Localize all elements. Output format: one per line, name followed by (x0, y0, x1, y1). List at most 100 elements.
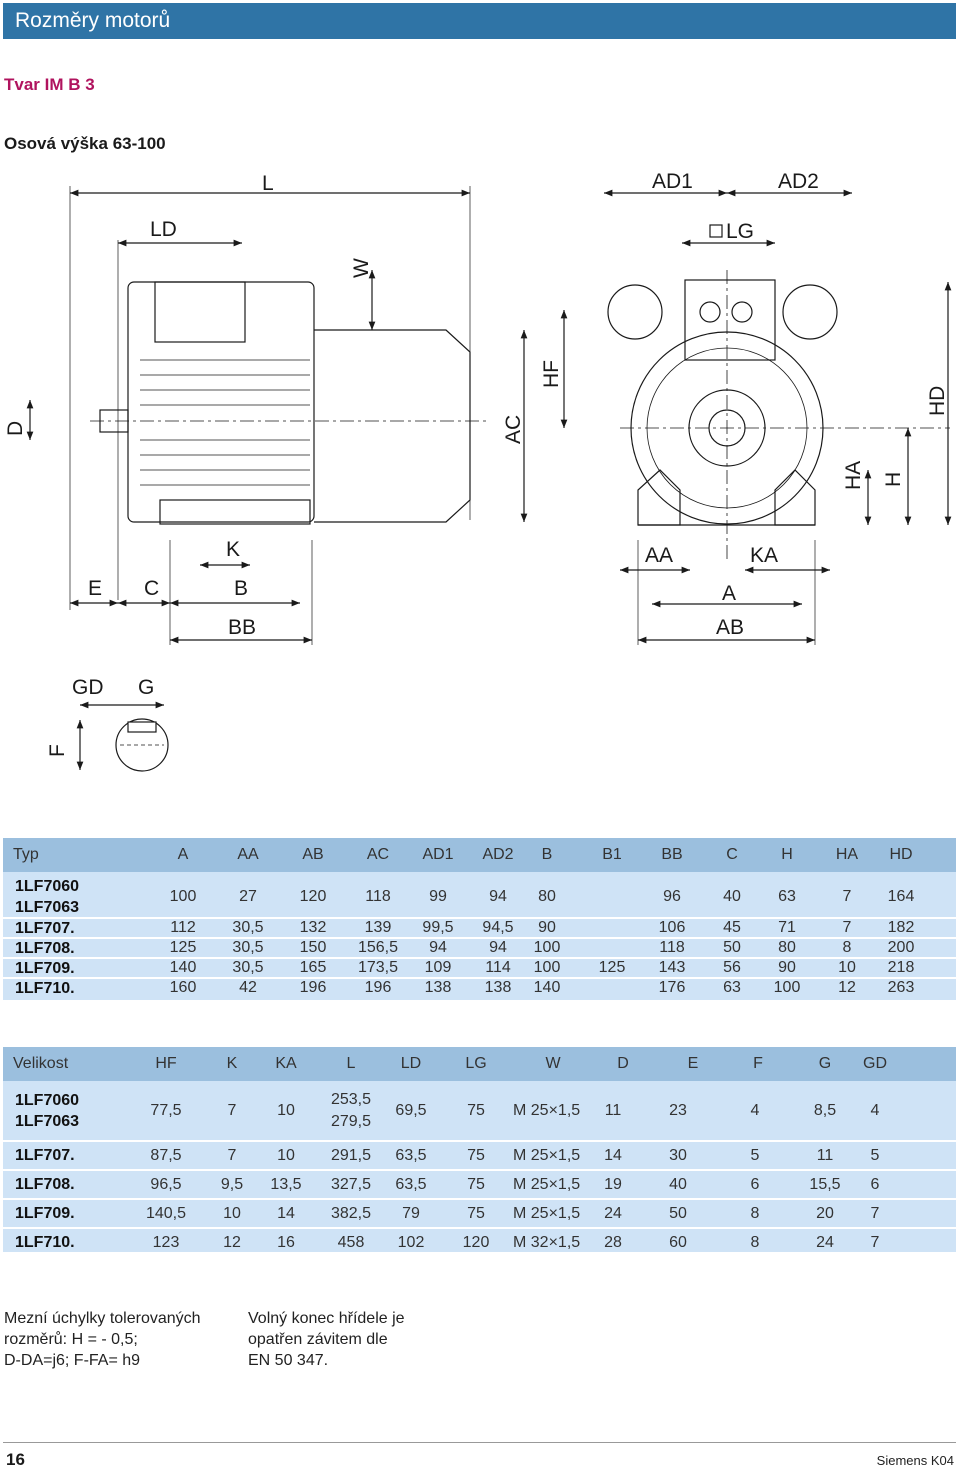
note-line: opatřen závitem dle (248, 1331, 388, 1348)
table-cell: 13,5 (270, 1175, 302, 1193)
cable-gland-left (607, 284, 663, 340)
type-name: 1LF709. (15, 1205, 75, 1222)
terminal-box (154, 281, 246, 343)
table-cell: 6 (750, 1175, 760, 1193)
label-D: D (4, 421, 27, 436)
table-cell: 100 (533, 959, 561, 976)
table-cell: 80 (778, 939, 796, 956)
table-cell: 138 (484, 979, 512, 996)
row-separator (3, 957, 956, 959)
col-B: B (541, 846, 553, 863)
table-cell: 173,5 (357, 959, 399, 976)
label-AD1: AD1 (652, 170, 693, 193)
table-cell: 16 (277, 1233, 295, 1251)
col-velikost: Velikost (13, 1055, 69, 1072)
table-cell: 140 (533, 979, 561, 996)
table-cell: 12 (223, 1233, 241, 1251)
row-type-label: 1LF708. (15, 938, 75, 959)
col-AD1: AD1 (422, 846, 454, 863)
col-D: D (617, 1055, 629, 1072)
footer-brand: Siemens K04 (876, 1453, 954, 1468)
table-cell: 75 (467, 1102, 485, 1119)
table-cell: 27 (239, 888, 257, 905)
col-A: A (177, 846, 189, 863)
row-type-label: 1LF709. (15, 958, 75, 979)
table-cell: 11 (816, 1146, 834, 1164)
table-cell: M 32×1,5 (513, 1233, 581, 1251)
table-cell: 10 (277, 1146, 295, 1164)
row-separator (3, 1169, 956, 1171)
table-cell: 30,5 (232, 959, 264, 976)
table-cell: M 25×1,5 (513, 1204, 581, 1222)
table-cell: 6 (870, 1175, 880, 1193)
table-cell: 100 (169, 888, 197, 905)
row-type-label: 1LF710. (15, 978, 75, 999)
col-HA: HA (835, 846, 859, 863)
dimensions-table-1: Typ A AA AB AC AD1 AD2 B B1 BB C H HA HD… (3, 838, 956, 1000)
label-L: L (262, 172, 274, 195)
table-cell: 30,5 (232, 919, 264, 936)
table-cell: 10 (223, 1204, 241, 1222)
row-separator (3, 917, 956, 919)
dimensions-table-2: Velikost HF K KA L LD LG W D E F G GD 1L… (3, 1047, 956, 1252)
table-cell: M 25×1,5 (513, 1175, 581, 1193)
table-cell: 23 (669, 1102, 687, 1119)
label-K: K (226, 538, 240, 561)
col-GD: GD (863, 1055, 887, 1072)
table-cell: 50 (669, 1204, 687, 1222)
table-cell: 90 (538, 919, 556, 936)
table-cell: 327,5 (330, 1175, 372, 1193)
row-separator (3, 1140, 956, 1142)
table-cell: 94 (489, 939, 507, 956)
table-cell: 60 (669, 1233, 687, 1251)
note-line: rozměrů: H = - 0,5; (4, 1331, 138, 1348)
row-type-label: 1LF709. (15, 1203, 75, 1224)
col-W: W (545, 1055, 561, 1072)
terminal-box-front (684, 279, 776, 361)
table-cell: 96 (663, 888, 681, 905)
table-cell: 12 (838, 979, 856, 996)
table-cell: 263 (887, 979, 915, 996)
label-A: A (722, 582, 736, 605)
label-AC: AC (502, 415, 525, 444)
row-separator (3, 977, 956, 979)
col-B1: B1 (602, 846, 622, 863)
table-cell: 94,5 (482, 919, 514, 936)
table-cell: 8 (750, 1204, 760, 1222)
footer-divider (3, 1442, 956, 1443)
table-cell: 7 (842, 919, 852, 936)
table-cell: 125 (598, 959, 626, 976)
table-cell: 165 (299, 959, 327, 976)
table-cell: 94 (489, 888, 507, 905)
table-cell: 75 (467, 1175, 485, 1193)
table-cell: 5 (750, 1146, 760, 1164)
label-E: E (88, 577, 102, 600)
table-cell: M 25×1,5 (513, 1146, 581, 1164)
col-KA: KA (275, 1055, 297, 1072)
table-cell: 139 (364, 919, 392, 936)
motor-body-side (127, 281, 315, 523)
table-cell: 4 (750, 1102, 760, 1119)
motor-dimension-drawing: L LD W D AC HF AD1 AD2 LG HD HA H K E C … (4, 170, 952, 772)
col-BB: BB (661, 846, 683, 863)
note-line: Volný konec hřídele je (248, 1310, 405, 1327)
table-cell: 8 (750, 1233, 760, 1251)
col-H: H (781, 846, 793, 863)
row-separator (3, 937, 956, 939)
type-name: 1LF7060 (15, 1092, 80, 1109)
table-cell: 63 (723, 979, 741, 996)
label-AA: AA (645, 544, 673, 567)
col-L: L (346, 1055, 356, 1072)
shaft-thread-note: Volný konec hřídele je opatřen závitem d… (248, 1308, 405, 1371)
table-1-header: Typ A AA AB AC AD1 AD2 B B1 BB C H HA HD (3, 838, 956, 872)
label-BB: BB (228, 616, 256, 639)
label-KA: KA (750, 544, 778, 567)
note-line: Mezní úchylky tolerovaných (4, 1310, 201, 1327)
col-LG: LG (465, 1055, 487, 1072)
table-cell: 106 (658, 919, 686, 936)
table-cell: 150 (299, 939, 327, 956)
table-cell: 10 (277, 1102, 295, 1119)
table-cell: 71 (778, 919, 796, 936)
